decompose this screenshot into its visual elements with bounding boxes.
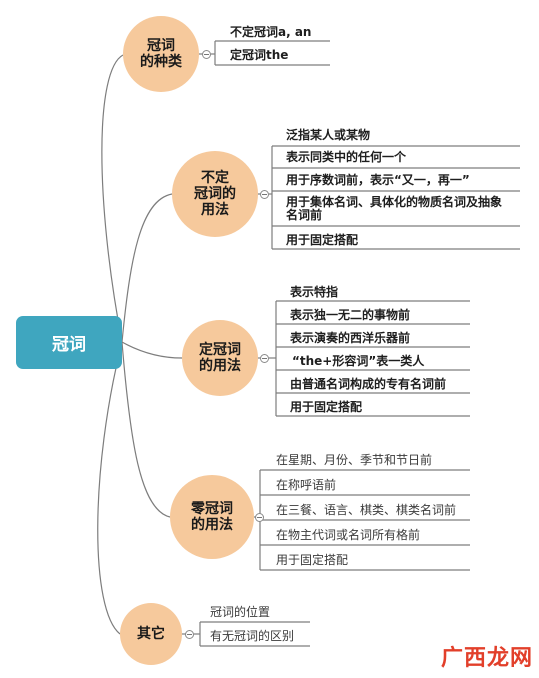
leaf-item[interactable]: 表示独一无二的事物前 bbox=[290, 308, 411, 322]
root-branch-line bbox=[97, 341, 123, 635]
root-branch-line bbox=[121, 341, 183, 359]
leaf-item[interactable]: 有无冠词的区别 bbox=[210, 629, 295, 643]
leaf-item[interactable]: 冠词的位置 bbox=[210, 605, 271, 619]
branch-other[interactable]: 其它 bbox=[120, 603, 182, 665]
root-branch-line bbox=[101, 54, 124, 343]
branch-indefinite-usage[interactable]: 不定 冠词的 用法 bbox=[172, 151, 258, 237]
branch-types[interactable]: 冠词 的种类 bbox=[123, 16, 199, 92]
leaf-item[interactable]: 定冠词the bbox=[230, 48, 289, 62]
root-node[interactable]: 冠词 bbox=[16, 316, 122, 369]
leaf-item[interactable]: 用于固定搭配 bbox=[286, 233, 359, 247]
branch-zero-article-usage[interactable]: 零冠词 的用法 bbox=[170, 475, 254, 559]
collapse-toggle-icon[interactable] bbox=[260, 190, 269, 199]
leaf-item[interactable]: 表示同类中的任何一个 bbox=[286, 150, 407, 164]
leaf-item[interactable]: 用于固定搭配 bbox=[276, 553, 349, 567]
leaf-item[interactable]: 在物主代词或名词所有格前 bbox=[276, 528, 421, 542]
collapse-toggle-icon[interactable] bbox=[185, 630, 194, 639]
leaf-item[interactable]: 在称呼语前 bbox=[276, 478, 337, 492]
leaf-item[interactable]: “the+形容词”表一类人 bbox=[292, 354, 425, 368]
root-branch-line bbox=[121, 193, 173, 343]
leaf-item[interactable]: 在三餐、语言、棋类、棋类名词前 bbox=[276, 503, 457, 517]
leaf-item[interactable]: 在星期、月份、季节和节日前 bbox=[276, 453, 433, 467]
leaf-item[interactable]: 泛指某人或某物 bbox=[286, 128, 371, 142]
leaf-item[interactable]: 用于序数词前，表示“又一，再一” bbox=[286, 173, 470, 187]
watermark: 广西龙网 bbox=[440, 646, 533, 671]
leaf-item[interactable]: 由普通名词构成的专有名词前 bbox=[290, 377, 447, 391]
branch-definite-usage[interactable]: 定冠词 的用法 bbox=[182, 320, 258, 396]
collapse-toggle-icon[interactable] bbox=[202, 50, 211, 59]
leaf-item[interactable]: 用于固定搭配 bbox=[290, 400, 363, 414]
root-branch-line bbox=[121, 341, 171, 518]
collapse-toggle-icon[interactable] bbox=[260, 354, 269, 363]
leaf-item[interactable]: 不定冠词a, an bbox=[230, 25, 312, 39]
leaf-item[interactable]: 表示演奏的西洋乐器前 bbox=[290, 331, 411, 345]
collapse-toggle-icon[interactable] bbox=[255, 513, 264, 522]
leaf-item[interactable]: 用于集体名词、具体化的物质名词及抽象名词前 bbox=[286, 195, 503, 222]
leaf-item[interactable]: 表示特指 bbox=[290, 285, 339, 299]
